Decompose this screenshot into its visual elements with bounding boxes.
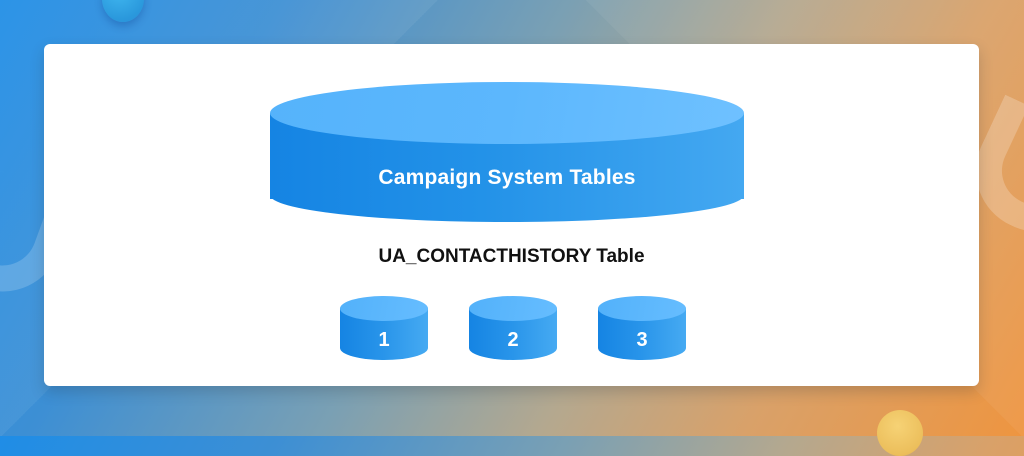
cylinder-top bbox=[598, 296, 686, 321]
diagram-card: Campaign System Tables UA_CONTACTHISTORY… bbox=[44, 44, 979, 386]
cylinder-bottom bbox=[598, 336, 686, 360]
cylinder-bottom bbox=[340, 336, 428, 360]
partition-label: 1 bbox=[378, 329, 390, 351]
database-label: Campaign System Tables bbox=[378, 166, 636, 189]
cylinder-top bbox=[340, 296, 428, 321]
partition-label: 3 bbox=[636, 329, 648, 351]
cylinder-bottom bbox=[469, 336, 557, 360]
decorative-blue-sphere bbox=[102, 0, 144, 22]
partition-label: 2 bbox=[507, 329, 519, 351]
partition-cylinder-icon: 2 bbox=[469, 296, 557, 360]
cylinder-bottom bbox=[270, 168, 744, 222]
database-cylinder-icon: Campaign System Tables bbox=[270, 82, 744, 222]
decorative-yellow-sphere bbox=[877, 410, 923, 456]
table-title: UA_CONTACTHISTORY Table bbox=[378, 246, 645, 267]
partition-cylinder-icon: 1 bbox=[340, 296, 428, 360]
cylinder-top bbox=[270, 82, 744, 144]
cylinder-top bbox=[469, 296, 557, 321]
partition-cylinder-icon: 3 bbox=[598, 296, 686, 360]
